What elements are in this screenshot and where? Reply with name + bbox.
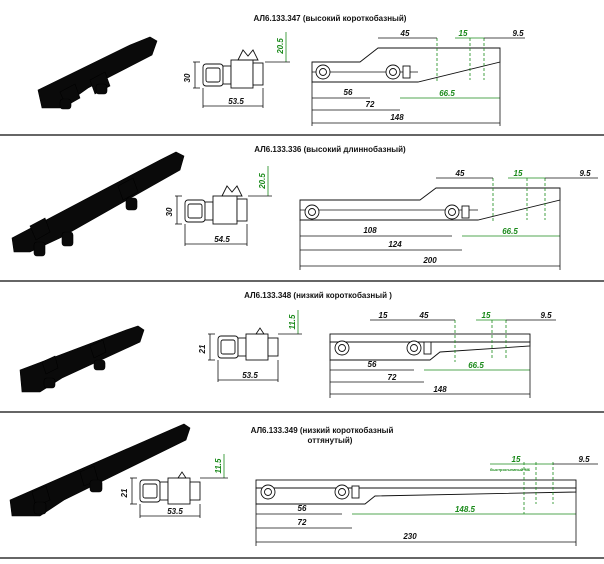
dim-108: 108 (363, 226, 377, 235)
plan-view: 15 быстросъемный М6 9.5 56 72 148.5 230 (255, 455, 598, 546)
dim-top: 11.5 (214, 458, 223, 474)
dim-66-5: 66.5 (439, 89, 455, 98)
dim-height: 21 (120, 488, 129, 498)
dim-15: 15 (512, 455, 521, 464)
dim-top: 11.5 (288, 314, 297, 330)
dim-56: 56 (368, 360, 377, 369)
bracket-3d-render (37, 36, 158, 110)
dim-top: 20.5 (276, 38, 285, 55)
section-al6-133-348: АЛ6.133.348 (низкий короткобазный ) 21 1… (19, 291, 556, 398)
section-title: АЛ6.133.348 (низкий короткобазный ) (244, 291, 392, 300)
bracket-3d-render (11, 151, 185, 257)
dim-9-5: 9.5 (578, 455, 590, 464)
dim-230: 230 (402, 532, 417, 541)
section-title: АЛ6.133.349 (низкий короткобазный (251, 426, 394, 435)
dim-9-5: 9.5 (540, 311, 552, 320)
dim-15: 15 (482, 311, 491, 320)
section-title-line2: оттянутый) (308, 436, 353, 445)
dim-148: 148 (390, 113, 404, 122)
dim-width: 53.5 (167, 507, 183, 516)
bracket-3d-render (19, 325, 145, 393)
dim-15: 15 (514, 169, 523, 178)
dim-top: 20.5 (258, 173, 267, 190)
dim-66-5: 66.5 (502, 227, 518, 236)
dim-15-left: 15 (379, 311, 388, 320)
dim-72: 72 (366, 100, 375, 109)
dim-9-5: 9.5 (512, 29, 524, 38)
dim-200: 200 (422, 256, 437, 265)
section-al6-133-347: АЛ6.133.347 (высокий короткобазный) 30 2… (37, 14, 525, 126)
plan-view: 15 45 15 9.5 56 72 66.5 148 (329, 311, 556, 398)
dim-124: 124 (388, 240, 402, 249)
dim-72: 72 (388, 373, 397, 382)
dim-15: 15 (459, 29, 468, 38)
dim-width: 54.5 (214, 235, 230, 244)
plan-view: 45 15 9.5 56 72 66.5 148 (311, 29, 525, 126)
dim-height: 30 (183, 73, 192, 82)
dim-148: 148 (433, 385, 447, 394)
dim-45: 45 (455, 169, 465, 178)
dim-148-5: 148.5 (455, 505, 476, 514)
dim-45: 45 (419, 311, 429, 320)
dim-9-5: 9.5 (579, 169, 591, 178)
section-al6-133-349: АЛ6.133.349 (низкий короткобазный оттяну… (9, 423, 598, 546)
dim-66-5: 66.5 (468, 361, 484, 370)
section-title: АЛ6.133.336 (высокий длиннобазный) (254, 145, 406, 154)
side-view: 30 20.5 54.5 (165, 166, 272, 246)
side-view: 21 11.5 53.5 (198, 310, 302, 382)
section-title: АЛ6.133.347 (высокий короткобазный) (254, 14, 407, 23)
dim-height: 30 (165, 207, 174, 216)
dim-56: 56 (344, 88, 353, 97)
quick-release-note: быстросъемный М6 (490, 467, 531, 472)
dim-45: 45 (400, 29, 410, 38)
dim-72: 72 (298, 518, 307, 527)
dim-width: 53.5 (242, 371, 258, 380)
dim-width: 53.5 (228, 97, 244, 106)
dim-height: 21 (198, 344, 207, 354)
section-al6-133-336: АЛ6.133.336 (высокий длиннобазный) 30 20… (11, 145, 598, 270)
side-view: 30 20.5 53.5 (183, 32, 290, 108)
bracket-3d-render (9, 423, 191, 517)
dim-56: 56 (298, 504, 307, 513)
side-view: 21 11.5 53.5 (120, 454, 228, 518)
plan-view: 45 15 9.5 108 124 66.5 200 (299, 169, 598, 270)
